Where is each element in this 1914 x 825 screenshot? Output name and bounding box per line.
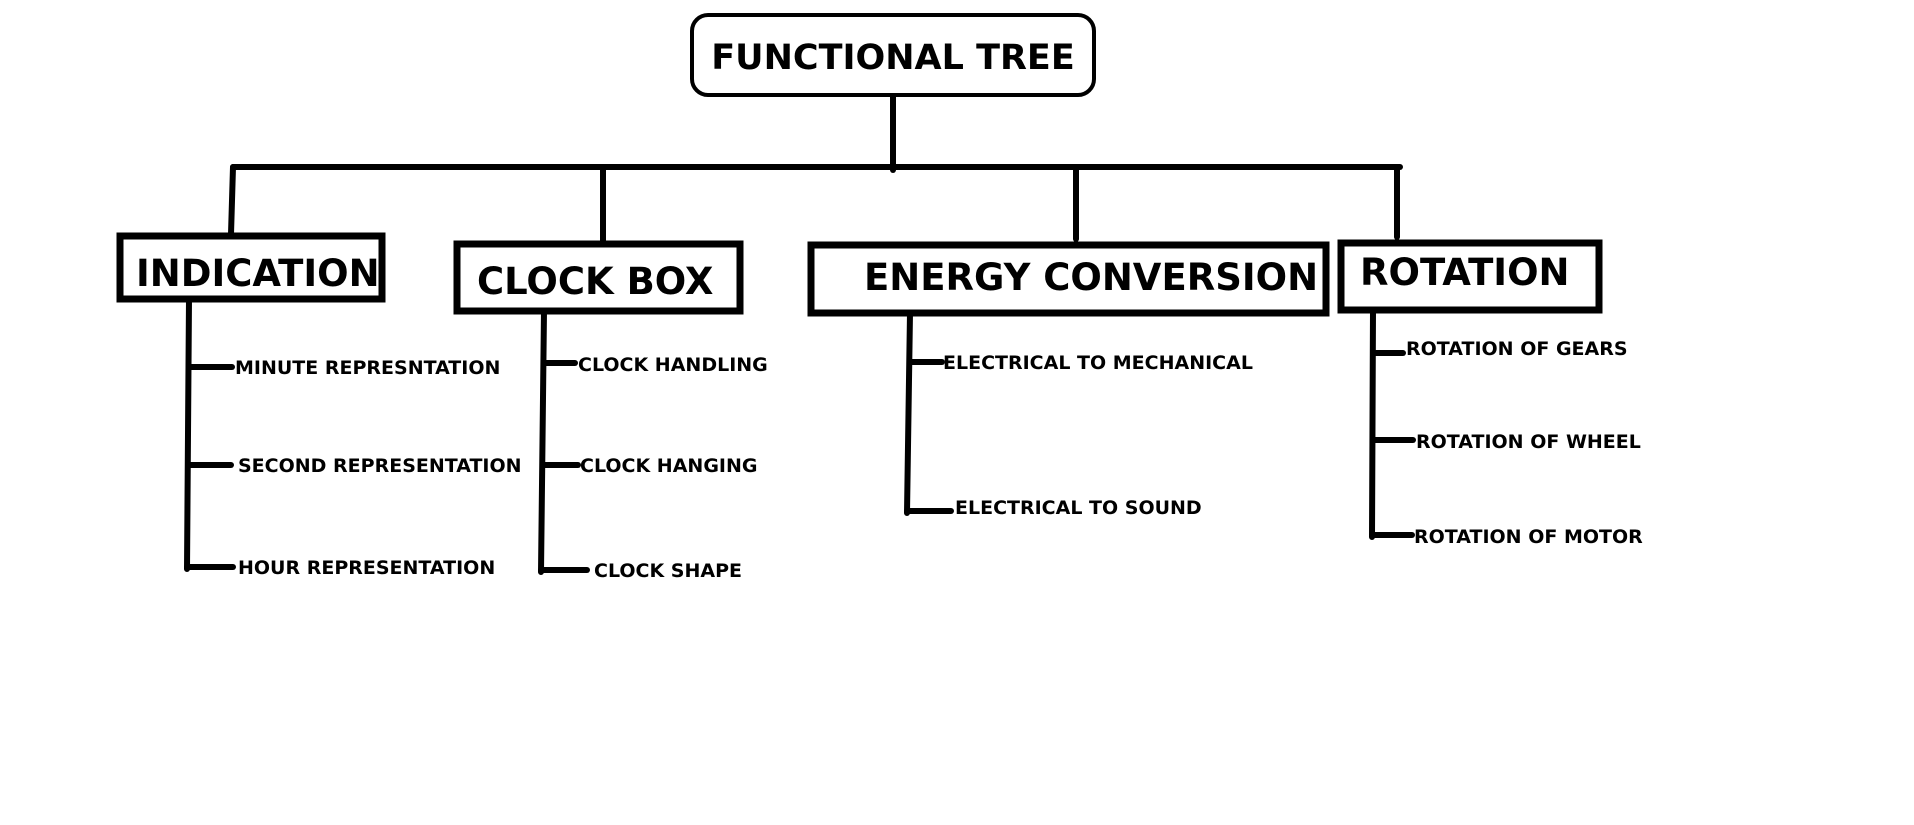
drop-connector-indication (228, 164, 236, 237)
category-energy-conversion: ENERGY CONVERSION ELECTRICAL TO MECHANIC… (807, 241, 1330, 519)
category-stem-rotation (1369, 307, 1376, 540)
category-stem-clock-box (538, 308, 547, 575)
category-label-rotation: ROTATION (1360, 251, 1570, 294)
category-clock-box: CLOCK BOX CLOCK HANDLING CLOCK HANGING C… (453, 240, 768, 582)
category-box-clock-box (453, 240, 744, 315)
leaf-label-clock-box-3: CLOCK SHAPE (594, 560, 742, 582)
leaf-label-clock-box-1: CLOCK HANDLING (578, 354, 768, 376)
category-label-energy-conversion: ENERGY CONVERSION (864, 256, 1318, 299)
category-box-indication (116, 232, 386, 303)
category-indication: INDICATION MINUTE REPRESNTATION SECOND R… (116, 232, 522, 579)
leaf-label-indication-2: SECOND REPRESENTATION (238, 455, 522, 477)
leaf-label-clock-box-2: CLOCK HANGING (580, 455, 757, 477)
category-stem-indication (184, 296, 192, 572)
leaf-label-indication-1: MINUTE REPRESNTATION (235, 357, 500, 379)
category-label-indication: INDICATION (136, 252, 380, 295)
leaf-label-rotation-2: ROTATION OF WHEEL (1416, 431, 1641, 453)
leaf-label-indication-3: HOUR REPRESENTATION (238, 557, 495, 579)
category-rotation: ROTATION ROTATION OF GEARS ROTATION OF W… (1337, 239, 1643, 548)
root-node: FUNCTIONAL TREE (690, 13, 1096, 97)
leaf-label-energy-conversion-1: ELECTRICAL TO MECHANICAL (943, 352, 1253, 374)
root-label: FUNCTIONAL TREE (711, 38, 1074, 78)
category-label-clock-box: CLOCK BOX (477, 260, 713, 303)
category-box-energy-conversion (807, 241, 1330, 317)
leaf-label-rotation-1: ROTATION OF GEARS (1406, 338, 1628, 360)
leaf-label-rotation-3: ROTATION OF MOTOR (1414, 526, 1643, 548)
leaf-label-energy-conversion-2: ELECTRICAL TO SOUND (955, 497, 1202, 519)
category-box-rotation (1337, 239, 1603, 314)
root-box (690, 13, 1096, 97)
category-stem-energy-conversion (904, 310, 913, 516)
